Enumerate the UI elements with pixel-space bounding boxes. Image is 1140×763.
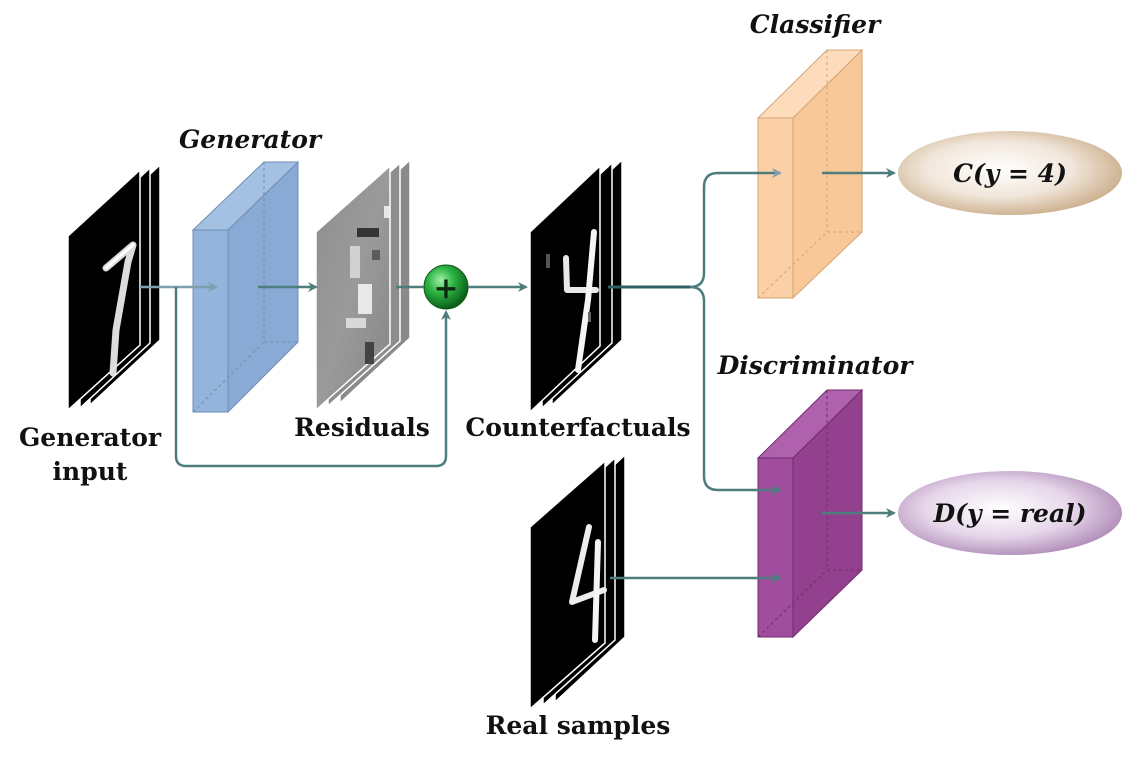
generator-input-label-line1: Generator — [19, 423, 162, 452]
plus-operator: + — [433, 271, 458, 306]
classifier-title: Classifier — [750, 10, 882, 39]
real-samples-stack — [529, 453, 626, 711]
digit-7-image — [102, 241, 137, 377]
connectors — [140, 168, 896, 583]
arrow-skip-connection — [174, 287, 451, 468]
plus-node: + — [423, 264, 469, 310]
discriminator-output-oval: D(y = real) — [898, 471, 1122, 555]
classifier-output-text: C(y = 4) — [953, 159, 1067, 188]
discriminator-output-text: D(y = real) — [933, 499, 1087, 528]
counterfactuals-label: Counterfactuals — [465, 413, 690, 442]
generator-input-label-line2: input — [53, 457, 128, 486]
discriminator-title: Discriminator — [717, 351, 915, 380]
arrow-to-classifier — [689, 168, 782, 289]
counterfactuals-stack — [529, 158, 623, 414]
generator-title: Generator — [179, 125, 323, 154]
counterfactual-4-image — [546, 229, 599, 373]
residuals-label: Residuals — [294, 413, 430, 442]
real-samples-label: Real samples — [486, 711, 671, 740]
real-sample-4-image — [569, 524, 607, 643]
classifier-output-oval: C(y = 4) — [898, 131, 1122, 215]
generator-block — [191, 160, 300, 414]
classifier-block — [756, 48, 864, 300]
residual-5-image — [346, 206, 390, 364]
residuals-stack — [315, 158, 411, 412]
arrow-to-discriminator — [689, 285, 782, 495]
generator-input-stack — [67, 163, 161, 412]
